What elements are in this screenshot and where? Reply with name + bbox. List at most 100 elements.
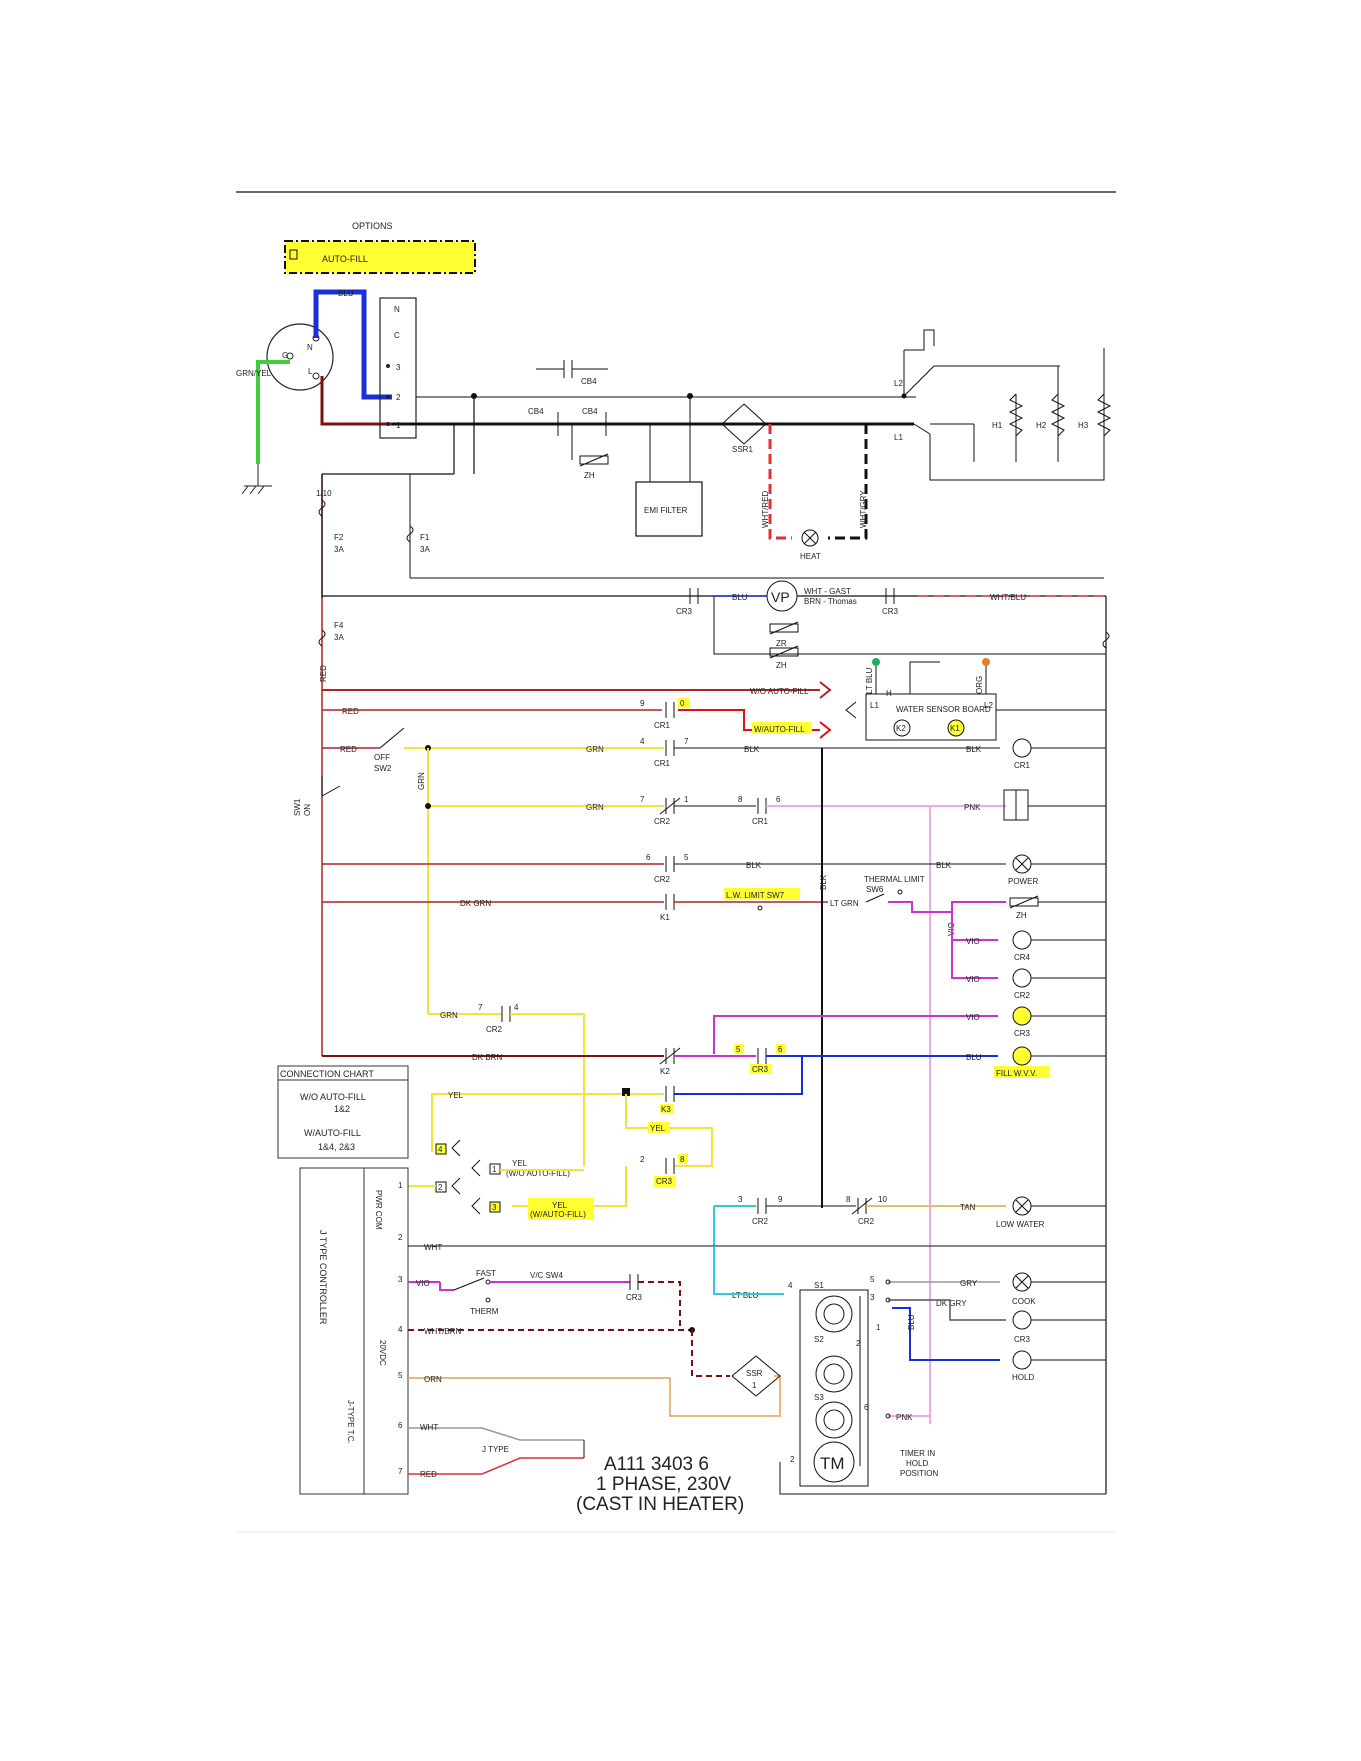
cr1-row2-label: CR1 — [752, 817, 769, 826]
auto-fill-checkbox — [289, 249, 298, 260]
cr2-row3-label: CR2 — [654, 875, 671, 884]
svg-text:CR3: CR3 — [1014, 1029, 1031, 1038]
svg-text:POSITION: POSITION — [900, 1469, 938, 1478]
svg-text:SSR: SSR — [746, 1369, 763, 1378]
row15-pnk-label: PNK — [896, 1413, 913, 1422]
ssr1 — [721, 403, 767, 445]
low-water-lamp — [1012, 1196, 1032, 1216]
cb4-right-label: CB4 — [582, 407, 598, 416]
svg-text:BLK: BLK — [819, 874, 828, 890]
svg-text:CR3: CR3 — [1014, 1335, 1031, 1344]
heat-lamp — [801, 529, 819, 547]
svg-text:L1: L1 — [870, 701, 879, 710]
svg-text:7: 7 — [640, 795, 645, 804]
wire-wht-red — [768, 424, 792, 540]
autofill-red-label: RED — [342, 707, 359, 716]
hold-label: HOLD — [1012, 1373, 1034, 1382]
dk-gry-label: DK GRY — [936, 1299, 967, 1308]
connector-pins — [435, 1139, 501, 1215]
svg-text:20VDC: 20VDC — [378, 1340, 387, 1366]
lw-limit-label: L.W. LIMIT SW7 — [726, 891, 785, 900]
row2-grn-label: GRN — [586, 803, 604, 812]
zr-varistor — [769, 623, 799, 633]
ssr-1 — [731, 1355, 781, 1397]
cr3-row13-coil — [1012, 1310, 1032, 1330]
svg-text:3: 3 — [738, 1195, 743, 1204]
svg-text:1: 1 — [492, 1165, 497, 1174]
heater-h1 — [1008, 393, 1024, 462]
vp-label: VP — [771, 589, 790, 605]
wht-gry-label: WHT/GRY — [859, 490, 868, 528]
cr4-coil — [1012, 930, 1032, 950]
vp-wht-blu-label: WHT/BLU — [990, 593, 1026, 602]
cr3-row8-label: CR3 — [752, 1065, 769, 1074]
heater-h2 — [1050, 366, 1066, 462]
svg-text:2: 2 — [640, 1155, 645, 1164]
svg-text:6: 6 — [778, 1045, 783, 1054]
cr2-row2-label: CR2 — [654, 817, 671, 826]
svg-text:1&4, 2&3: 1&4, 2&3 — [318, 1142, 355, 1152]
svg-text:1&2: 1&2 — [334, 1104, 350, 1114]
svg-text:CR2: CR2 — [1014, 991, 1031, 1000]
ground-symbol — [241, 464, 272, 495]
svg-text:6: 6 — [646, 853, 651, 862]
off-label: OFF — [374, 753, 390, 762]
svg-text:L2: L2 — [984, 701, 993, 710]
cr1-coil — [1012, 738, 1032, 758]
row9-yel-label: YEL — [448, 1091, 464, 1100]
wire-blu-label: BLU — [338, 289, 354, 298]
svg-text:H2: H2 — [1036, 421, 1047, 430]
ground-wire-label: GRN/YEL — [236, 369, 272, 378]
svg-text:3: 3 — [396, 363, 401, 372]
zh-vp — [769, 647, 799, 657]
heater-l1-label: L1 — [894, 433, 903, 442]
connection-chart-title: CONNECTION CHART — [280, 1069, 374, 1079]
svg-text:(W/O AUTO-FILL): (W/O AUTO-FILL) — [506, 1169, 570, 1178]
row16-red-label: RED — [420, 1470, 437, 1479]
svg-text:G: G — [282, 351, 288, 360]
zh-top-label: ZH — [584, 471, 595, 480]
svg-text:H3: H3 — [1078, 421, 1089, 430]
k1-row4-label: K1 — [660, 913, 670, 922]
vp-gast-label: WHT - GAST — [804, 587, 851, 596]
svg-text:6: 6 — [864, 1403, 869, 1412]
svg-text:5: 5 — [684, 853, 689, 862]
svg-text:8: 8 — [738, 795, 743, 804]
title-line3: (CAST IN HEATER) — [576, 1494, 744, 1515]
svg-text:3A: 3A — [420, 545, 430, 554]
power-label: POWER — [1008, 877, 1038, 886]
row1-blk2-label: BLK — [966, 745, 982, 754]
svg-text:4: 4 — [514, 1003, 519, 1012]
row15-wht-label: WHT — [420, 1423, 438, 1432]
row9-yel2-label: YEL — [650, 1124, 666, 1133]
svg-text:2: 2 — [790, 1455, 795, 1464]
svg-text:6: 6 — [776, 795, 781, 804]
water-sensor-board — [865, 693, 997, 741]
row5-vio-label: VIO — [966, 937, 980, 946]
row12-vio-label: VIO — [416, 1279, 430, 1288]
svg-text:GRN: GRN — [417, 772, 426, 790]
cook-lamp — [1012, 1272, 1032, 1292]
svg-text:8: 8 — [846, 1195, 851, 1204]
svg-text:W/AUTO-FILL: W/AUTO-FILL — [304, 1128, 361, 1138]
svg-text:C: C — [394, 331, 400, 340]
svg-text:0: 0 — [680, 699, 685, 708]
fuse-f2-label: F2 — [334, 533, 344, 542]
row4-dk-grn-label: DK GRN — [460, 899, 491, 908]
svg-text:HOLD: HOLD — [906, 1459, 928, 1468]
heater-h3 — [1096, 393, 1112, 437]
svg-text:K2: K2 — [896, 724, 906, 733]
svg-text:9: 9 — [640, 699, 645, 708]
timer-cams — [799, 1289, 869, 1487]
k1-relay-coil — [947, 719, 965, 737]
yel-w-label: YEL — [552, 1201, 568, 1210]
row11-wht-label: WHT — [424, 1243, 442, 1252]
heater-l2-label: L2 — [894, 379, 903, 388]
cr1-autofill-label: CR1 — [654, 721, 671, 730]
svg-text:2: 2 — [856, 1339, 861, 1348]
wire-red-line — [320, 376, 392, 426]
svg-text:ZH: ZH — [1016, 911, 1027, 920]
svg-text:K1: K1 — [950, 724, 960, 733]
wht-brn-label: WHT/BRN — [424, 1327, 462, 1336]
zh-top — [579, 455, 609, 465]
